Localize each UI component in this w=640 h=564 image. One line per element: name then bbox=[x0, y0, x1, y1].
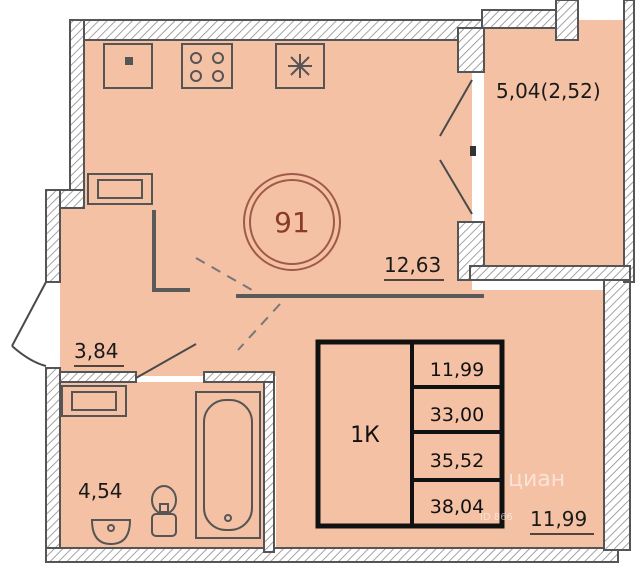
room-floor bbox=[276, 290, 606, 548]
balcony-floor bbox=[484, 20, 630, 266]
washbasin-icon bbox=[90, 519, 132, 546]
partitions bbox=[152, 210, 484, 298]
apartment-type-code: 1К bbox=[350, 423, 380, 448]
summary-table: 1К 11,99 33,00 35,52 38,04 bbox=[315, 339, 505, 529]
walls bbox=[45, 0, 635, 563]
bathtub-icon bbox=[195, 391, 261, 539]
bathroom-door bbox=[135, 343, 197, 379]
radiator-icon bbox=[87, 173, 153, 205]
room-area-label: 11,99 bbox=[530, 507, 587, 531]
apartment-badge: 91 bbox=[243, 173, 341, 271]
balcony-area-label: 5,04(2,52) bbox=[496, 79, 601, 103]
apartment-number: 91 bbox=[274, 206, 310, 239]
table-value-reduced: 35,52 bbox=[430, 450, 484, 472]
doors bbox=[11, 79, 473, 379]
table-value-total: 33,00 bbox=[430, 404, 484, 426]
toilet-icon bbox=[151, 485, 177, 537]
living-area-label: 12,63 bbox=[384, 253, 441, 277]
table-value-living: 11,99 bbox=[430, 359, 484, 381]
floor-areas bbox=[60, 20, 630, 550]
threshold-mark bbox=[470, 146, 476, 156]
watermark-code: ID 866 bbox=[480, 512, 513, 523]
fan-icon bbox=[275, 43, 325, 89]
entrance-door bbox=[11, 281, 47, 347]
table-value-full: 38,04 bbox=[430, 496, 484, 518]
stove-icon bbox=[181, 43, 233, 89]
hall-area-label: 3,84 bbox=[74, 339, 119, 363]
sink-icon bbox=[103, 43, 153, 89]
watermark: циан ID 866 bbox=[480, 467, 565, 523]
balcony-door-bottom bbox=[439, 159, 473, 215]
watermark-brand: циан bbox=[508, 467, 565, 492]
radiator-icon bbox=[61, 385, 127, 417]
bathroom-area-label: 4,54 bbox=[78, 479, 123, 503]
balcony-door-top bbox=[439, 79, 473, 137]
